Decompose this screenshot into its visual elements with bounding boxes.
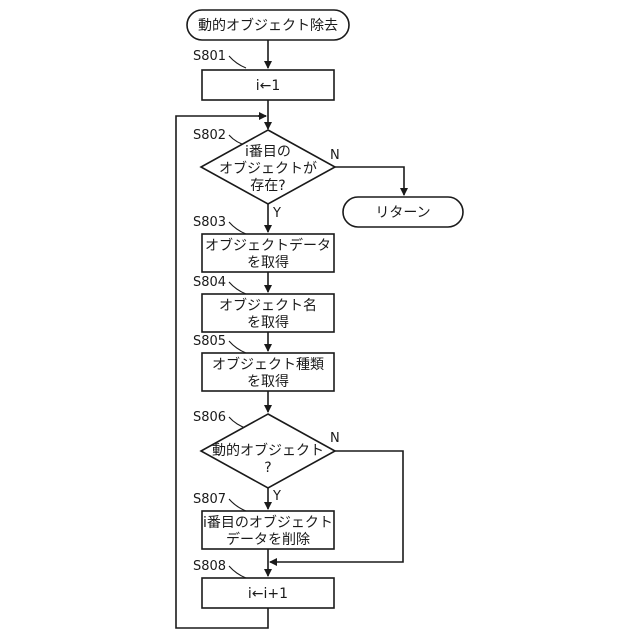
decision-s802-line3: 存在? xyxy=(250,178,285,194)
leader-s801 xyxy=(229,56,246,68)
process-s808-label: i←i+1 xyxy=(248,586,288,602)
branch-s802-yes: Y xyxy=(272,206,281,221)
branch-s806-yes: Y xyxy=(272,489,281,504)
leader-s808 xyxy=(229,566,246,578)
step-label-s807: S807 xyxy=(193,492,226,507)
process-s804-line2: を取得 xyxy=(247,314,289,331)
step-label-s804: S804 xyxy=(193,275,226,290)
connector-s802-no xyxy=(335,167,404,195)
step-label-s805: S805 xyxy=(193,334,226,349)
leader-s803 xyxy=(229,222,246,234)
process-s803-line1: オブジェクトデータ xyxy=(205,237,331,254)
process-s807-line2: データを削除 xyxy=(226,531,310,548)
decision-s802-line1: i番目の xyxy=(245,144,291,160)
process-s807-line1: i番目のオブジェクト xyxy=(203,514,333,531)
branch-s802-no: N xyxy=(330,148,340,163)
step-label-s808: S808 xyxy=(193,559,226,574)
leader-s804 xyxy=(229,282,246,294)
process-s805-line1: オブジェクト種類 xyxy=(212,356,324,373)
decision-s802-line2: オブジェクトが xyxy=(219,160,317,177)
step-label-s806: S806 xyxy=(193,410,226,425)
leader-s807 xyxy=(229,499,246,511)
step-label-s803: S803 xyxy=(193,215,226,230)
leader-s805 xyxy=(229,341,246,353)
process-s805-line2: を取得 xyxy=(247,373,289,390)
return-terminal-label: リターン xyxy=(375,205,430,221)
decision-s806-line1: 動的オブジェクト xyxy=(212,442,324,459)
decision-s806-line2: ? xyxy=(264,460,271,476)
step-label-s801: S801 xyxy=(193,49,226,64)
step-label-s802: S802 xyxy=(193,128,226,143)
process-s803-line2: を取得 xyxy=(247,254,289,271)
process-s804-line1: オブジェクト名 xyxy=(219,297,317,314)
branch-s806-no: N xyxy=(330,431,340,446)
process-s801-label: i←1 xyxy=(256,78,281,94)
start-terminal-label: 動的オブジェクト除去 xyxy=(198,17,338,34)
